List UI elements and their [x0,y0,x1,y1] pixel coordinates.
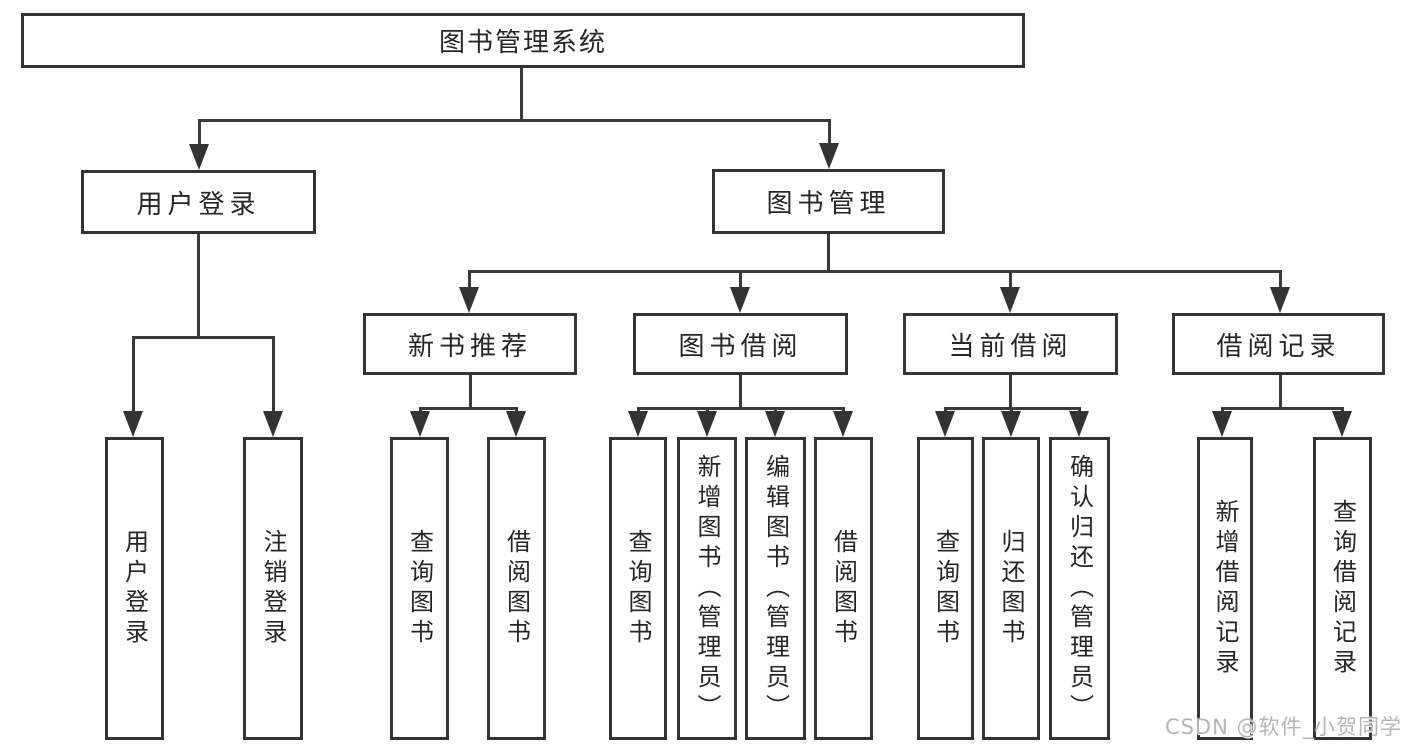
node-user-login-label: 用户登录 [136,189,261,220]
node-user-login: 用户登录 [81,170,316,234]
leaf-add-borrow-record: 新增借阅记录 [1197,437,1253,740]
leaf-edit-books-admin: 编辑图书（管理员） [745,437,806,740]
arrowhead-icon [628,411,648,437]
connector-stem [1008,375,1012,410]
arrowhead-icon [765,411,785,437]
node-current-borrow-label: 当前借阅 [948,331,1073,362]
arrowhead-icon [459,287,479,313]
csdn-watermark: CSDN @软件_小贺同学 [1164,715,1402,739]
leaf-return-books: 归还图书 [982,437,1040,740]
node-new-book-recommend: 新书推荐 [363,313,577,375]
arrowhead-icon [730,287,750,313]
arrowhead-icon [1001,411,1021,437]
leaf-query-books-recommend-label: 查询图书 [405,528,434,649]
node-new-book-recommend-label: 新书推荐 [407,331,532,362]
node-book-management: 图书管理 [712,169,945,234]
node-book-borrow: 图书借阅 [633,313,848,375]
connector-drop [827,119,831,148]
node-borrow-records: 借阅记录 [1172,313,1385,375]
arrowhead-icon [1000,287,1020,313]
arrowhead-icon [123,411,143,437]
arrowhead-icon [935,411,955,437]
connector-drop [738,270,742,292]
arrowhead-icon [833,411,853,437]
node-library-system: 图书管理系统 [21,13,1025,68]
leaf-add-borrow-record-label: 新增借阅记录 [1211,498,1239,679]
connector-rail [418,407,517,410]
leaf-query-books-recommend: 查询图书 [390,437,449,740]
connector-root-stem [519,68,523,122]
leaf-return-books-label: 归还图书 [997,528,1025,649]
leaf-edit-books-admin-label: 编辑图书（管理员） [761,453,790,724]
arrowhead-icon [1332,411,1352,437]
connector-drop [131,336,135,416]
connector-drop [197,119,201,149]
leaf-query-books-borrow-label: 查询图书 [624,528,652,649]
arrowhead-icon [697,411,717,437]
connector-drop [1278,270,1282,292]
arrowhead-icon [506,411,526,437]
arrowhead-icon [1212,411,1232,437]
connector-book-mgmt-stem [826,234,830,273]
leaf-query-borrow-record-label: 查询借阅记录 [1328,498,1357,679]
arrowhead-icon [263,411,283,437]
connector-drop [467,270,471,292]
connector-stem [738,375,742,410]
connector-drop [271,336,275,416]
leaf-query-books-current: 查询图书 [917,437,974,740]
leaf-query-books-borrow: 查询图书 [609,437,667,740]
connector-user-login-stem [196,234,200,339]
node-current-borrow: 当前借阅 [903,313,1118,375]
leaf-borrow-books-recommend-label: 借阅图书 [502,528,531,649]
connector-level2-rail [197,119,831,122]
leaf-user-login-label: 用户登录 [120,528,149,649]
arrowhead-icon [819,143,839,169]
connector-stem [1278,375,1282,410]
leaf-add-books-admin-label: 新增图书（管理员） [693,453,721,724]
leaf-confirm-return-admin-label: 确认归还（管理员） [1065,453,1094,724]
node-book-management-label: 图书管理 [766,189,891,219]
leaf-borrow-books-recommend: 借阅图书 [487,437,546,740]
leaf-add-books-admin: 新增图书（管理员） [677,437,737,740]
node-book-borrow-label: 图书借阅 [678,331,803,362]
connector-user-login-rail [131,336,275,339]
node-borrow-records-label: 借阅记录 [1216,331,1341,362]
leaf-borrow-books-label: 借阅图书 [829,528,858,649]
arrowhead-icon [1069,411,1089,437]
node-library-system-label: 图书管理系统 [438,28,607,58]
leaf-confirm-return-admin: 确认归还（管理员） [1049,437,1110,740]
arrowhead-icon [1270,287,1290,313]
connector-stem [468,375,472,410]
leaf-logout-label: 注销登录 [259,528,287,649]
connector-drop [1008,270,1012,292]
leaf-query-books-current-label: 查询图书 [931,528,960,649]
leaf-borrow-books: 借阅图书 [814,437,873,740]
arrowhead-icon [410,411,430,437]
connector-rail [1220,407,1344,410]
arrowhead-icon [189,144,209,170]
connector-rail [636,407,843,410]
leaf-logout: 注销登录 [243,437,303,740]
leaf-query-borrow-record: 查询借阅记录 [1313,437,1372,740]
connector-level3-rail [467,270,1281,273]
leaf-user-login: 用户登录 [105,437,164,740]
